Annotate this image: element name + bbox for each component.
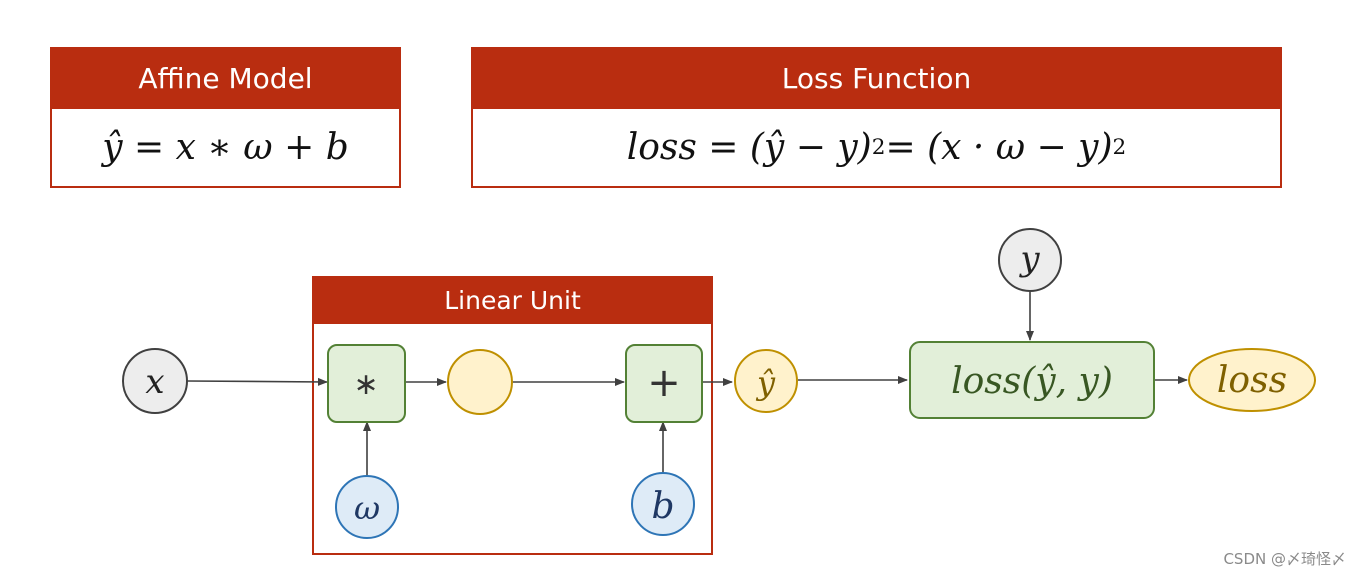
node-y-hat: ŷ xyxy=(734,349,798,413)
loss-function-box: Loss Function loss = (ŷ − y)2= (x · ω − … xyxy=(471,47,1282,188)
loss-function-formula: loss = (ŷ − y)2= (x · ω − y)2 xyxy=(473,109,1280,186)
loss-formula-mid: = (x · ω − y) xyxy=(885,127,1113,168)
node-loss-function: loss(ŷ, y) xyxy=(909,341,1155,419)
node-intermediate xyxy=(447,349,513,415)
node-b-label: b xyxy=(651,486,674,527)
affine-model-formula: ŷ = x ∗ ω + b xyxy=(102,127,349,168)
node-y-label: y xyxy=(1018,239,1040,279)
loss-function-title: Loss Function xyxy=(473,49,1280,109)
node-x-label: x xyxy=(145,362,164,402)
node-loss-function-label: loss(ŷ, y) xyxy=(951,361,1113,402)
affine-model-title: Affine Model xyxy=(52,49,399,109)
loss-formula-exponent-1: 2 xyxy=(871,135,886,160)
node-omega: ω xyxy=(335,475,399,539)
affine-model-box: Affine Model ŷ = x ∗ ω + b xyxy=(50,47,401,188)
node-y: y xyxy=(998,228,1062,292)
loss-formula-exponent-2: 2 xyxy=(1112,135,1127,160)
loss-formula-left: loss = (ŷ − y) xyxy=(626,127,872,168)
watermark: CSDN @〆琦怪〆 xyxy=(1223,550,1346,568)
node-loss: loss xyxy=(1188,348,1316,412)
node-x: x xyxy=(122,348,188,414)
node-add-label: + xyxy=(647,360,681,406)
node-omega-label: ω xyxy=(354,489,380,527)
edge-x-to-multiply xyxy=(186,377,328,386)
node-multiply-label: ∗ xyxy=(353,367,378,402)
node-add: + xyxy=(625,344,703,423)
node-multiply: ∗ xyxy=(327,344,406,423)
node-y-hat-label: ŷ xyxy=(755,364,776,402)
linear-unit-title: Linear Unit xyxy=(314,278,711,324)
node-b: b xyxy=(631,472,695,536)
node-loss-label: loss xyxy=(1217,360,1287,401)
